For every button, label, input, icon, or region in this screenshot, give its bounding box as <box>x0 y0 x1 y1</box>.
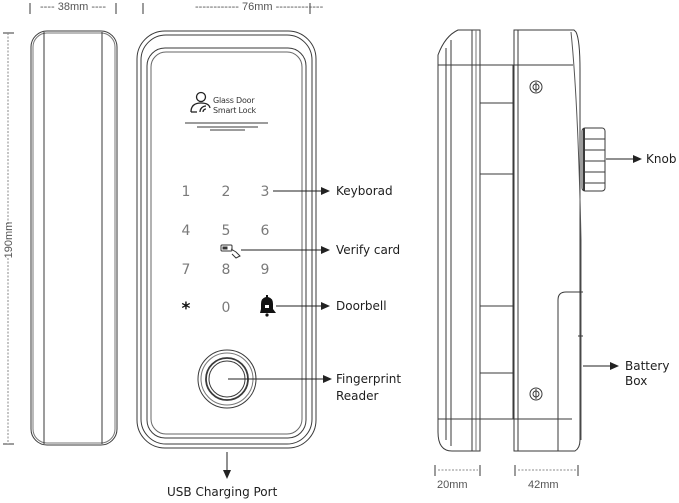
back-depth-label: 42mm <box>528 479 559 491</box>
user-wifi-icon <box>190 91 211 113</box>
side-width-label: ---- 38mm ---- <box>40 1 106 13</box>
usb-label: USB Charging Port <box>167 485 278 499</box>
key-5[interactable]: 5 <box>221 223 231 239</box>
key-7[interactable]: 7 <box>181 262 191 278</box>
side-view <box>30 30 118 446</box>
key-1[interactable]: 1 <box>181 184 191 200</box>
key-3[interactable]: 3 <box>260 184 270 200</box>
fingerprint-label: Fingerprint Reader <box>336 372 401 404</box>
brand-line-1: Glass Door <box>213 96 255 105</box>
doorbell-icon <box>260 295 276 317</box>
brand-line-2: Smart Lock <box>213 106 256 115</box>
battery-label-line-2: Box <box>625 374 648 388</box>
arrowheads <box>223 155 642 479</box>
back-depth-dimension <box>514 465 579 476</box>
brand-text: Glass Door Smart Lock <box>213 96 256 116</box>
callout-lines <box>226 158 634 471</box>
battery-label-line-1: Battery <box>625 359 670 373</box>
front-view <box>136 30 317 449</box>
battery-box-label: Battery Box <box>625 359 669 389</box>
key-star[interactable]: * <box>181 299 191 319</box>
key-2[interactable]: 2 <box>221 184 231 200</box>
key-6[interactable]: 6 <box>260 223 270 239</box>
fingerprint-label-line-2: Reader <box>336 389 379 403</box>
knob <box>581 127 606 192</box>
fingerprint-label-line-1: Fingerprint <box>336 372 402 386</box>
side-width-dimension <box>29 3 117 14</box>
verify-card-label: Verify card <box>336 243 401 257</box>
profile-view <box>437 29 583 452</box>
height-label: 190mm <box>3 221 15 259</box>
front-width-dimension <box>142 3 311 14</box>
front-depth-dimension <box>434 465 481 476</box>
height-dimension <box>3 32 14 445</box>
front-width-label: ------------ 76mm ------------- <box>195 1 324 13</box>
key-9[interactable]: 9 <box>260 262 270 278</box>
key-8[interactable]: 8 <box>221 262 231 278</box>
key-0[interactable]: 0 <box>221 300 231 316</box>
card-tap-icon <box>220 244 241 259</box>
knob-label: Knob <box>646 152 677 166</box>
keyboard-label: Keyborad <box>336 184 393 198</box>
key-4[interactable]: 4 <box>181 223 191 239</box>
front-depth-label: 20mm <box>437 479 468 491</box>
doorbell-label: Doorbell <box>336 299 387 313</box>
